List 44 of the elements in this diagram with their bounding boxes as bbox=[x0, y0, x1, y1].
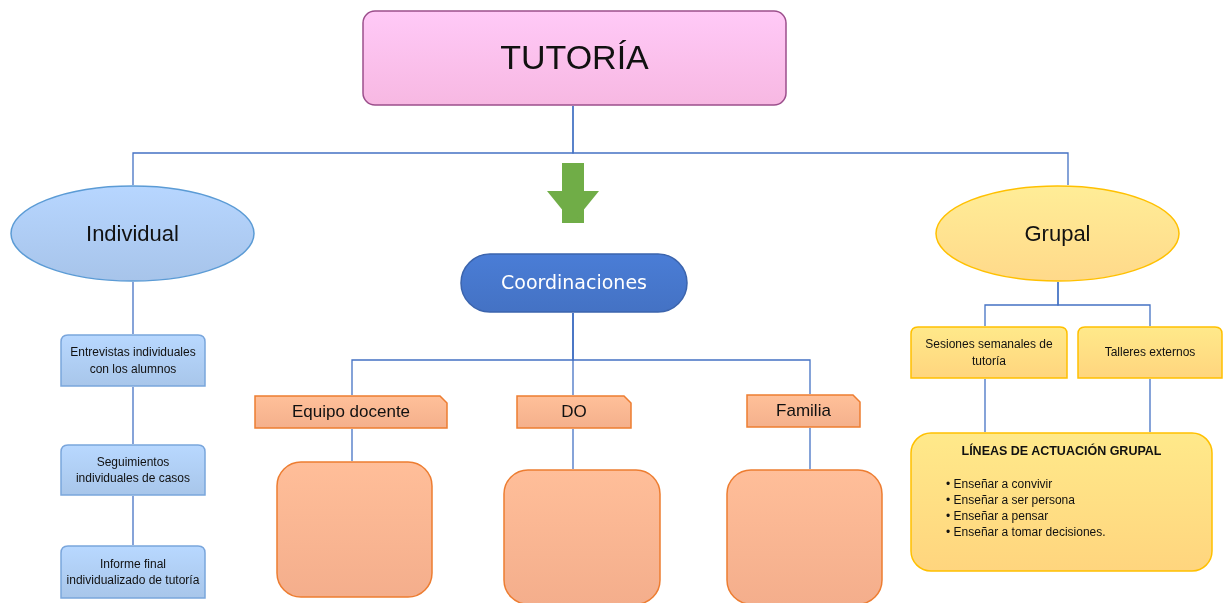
ellipse-node bbox=[10, 185, 255, 282]
connector-line bbox=[1149, 378, 1151, 433]
connector-line bbox=[132, 495, 134, 546]
connector-line bbox=[132, 281, 134, 335]
node-label: Equipo docente bbox=[291, 400, 411, 423]
empty-box bbox=[726, 469, 883, 603]
list-item: • Enseñar a pensar bbox=[946, 508, 1050, 524]
connector-line bbox=[984, 378, 986, 433]
node-label: TUTORÍA bbox=[500, 37, 649, 79]
node-label: Entrevistas individuales con los alumnos bbox=[69, 344, 197, 377]
connector-line bbox=[351, 428, 353, 462]
node-label: Seguimientos individuales de casos bbox=[74, 453, 192, 487]
empty-box bbox=[503, 469, 661, 603]
empty-box bbox=[276, 461, 433, 598]
list-item: • Enseñar a convivir bbox=[946, 476, 1054, 492]
node-label: Sesiones semanales de tutoría bbox=[924, 336, 1054, 369]
rounded-box bbox=[910, 326, 1068, 379]
connector-line bbox=[572, 428, 574, 470]
connector-line bbox=[572, 105, 1069, 186]
block-arrow bbox=[547, 163, 599, 223]
node-label: Informe final individualizado de tutoría bbox=[66, 555, 200, 589]
node-label: DO bbox=[561, 400, 587, 423]
tab-box bbox=[516, 395, 632, 429]
tab-box bbox=[254, 395, 448, 429]
rounded-box bbox=[362, 10, 787, 106]
rounded-box bbox=[910, 432, 1213, 572]
box-heading: LÍNEAS DE ACTUACIÓN GRUPAL bbox=[961, 444, 1162, 458]
ellipse-node bbox=[935, 185, 1180, 282]
connector-line bbox=[809, 427, 811, 470]
connector-line bbox=[572, 312, 811, 395]
node-label: Coordinaciones bbox=[501, 270, 647, 296]
rounded-box bbox=[60, 444, 206, 496]
connector-line bbox=[1057, 281, 1151, 327]
node-label: Individual bbox=[86, 219, 179, 248]
node-label: Familia bbox=[776, 399, 831, 422]
rounded-box bbox=[60, 334, 206, 387]
connector-line bbox=[132, 386, 134, 445]
tab-box bbox=[746, 394, 861, 428]
list-item: • Enseñar a tomar decisiones. bbox=[946, 524, 1107, 540]
list-item: • Enseñar a ser persona bbox=[946, 492, 1076, 508]
rounded-box bbox=[1077, 326, 1223, 379]
node-label: Grupal bbox=[1024, 219, 1091, 248]
rounded-box bbox=[60, 545, 206, 599]
node-label: Talleres externos bbox=[1104, 344, 1196, 361]
